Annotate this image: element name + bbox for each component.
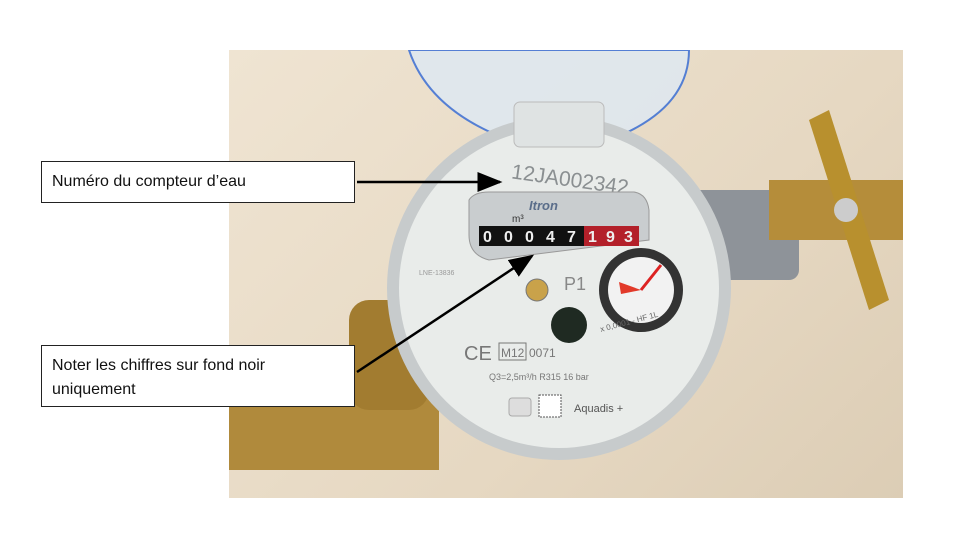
black-digit: 0: [504, 229, 513, 246]
arrow-to-digits: [356, 254, 535, 374]
model-label: Aquadis +: [574, 403, 623, 415]
dial-pointer: [619, 282, 641, 294]
brand-logo: Itron: [529, 198, 558, 213]
lid-hinge: [513, 101, 605, 148]
dial-needle: [639, 264, 663, 291]
metrology-code: 0071: [529, 346, 556, 360]
tab: [508, 397, 532, 417]
red-digit: 9: [606, 229, 615, 246]
optical-sensor: [551, 307, 587, 343]
black-digit: 0: [483, 229, 492, 246]
water-meter-photo: 12JA002342 Itron m³ 0 0 0 4 7 1 9 3 LNE-…: [229, 50, 903, 498]
red-digit: 3: [624, 229, 633, 246]
callout-serial-number: Numéro du compteur d’eau: [41, 161, 355, 203]
black-digit: 0: [525, 229, 534, 246]
datamatrix-code: [538, 394, 562, 418]
black-digit: 4: [546, 229, 555, 246]
p1-label: P1: [564, 274, 586, 294]
ce-mark: CE: [464, 343, 492, 365]
metrology-mark: M12: [501, 346, 525, 360]
valve-screw: [834, 198, 858, 222]
lne-label: LNE-13836: [419, 270, 455, 277]
specs-label: Q3=2,5m³/h R315 16 bar: [489, 372, 589, 382]
seal-screw: [525, 278, 549, 302]
black-digit: 7: [567, 229, 576, 246]
unit-label: m³: [512, 214, 524, 225]
red-digit: 1: [588, 229, 597, 246]
metrology-box: [498, 342, 527, 361]
water-meter-illustration: 12JA002342 Itron m³ 0 0 0 4 7 1 9 3 LNE-…: [229, 50, 903, 470]
callout-read-digits: Noter les chiffres sur fond noir uniquem…: [41, 345, 355, 407]
red-digit-drum: [584, 226, 639, 246]
